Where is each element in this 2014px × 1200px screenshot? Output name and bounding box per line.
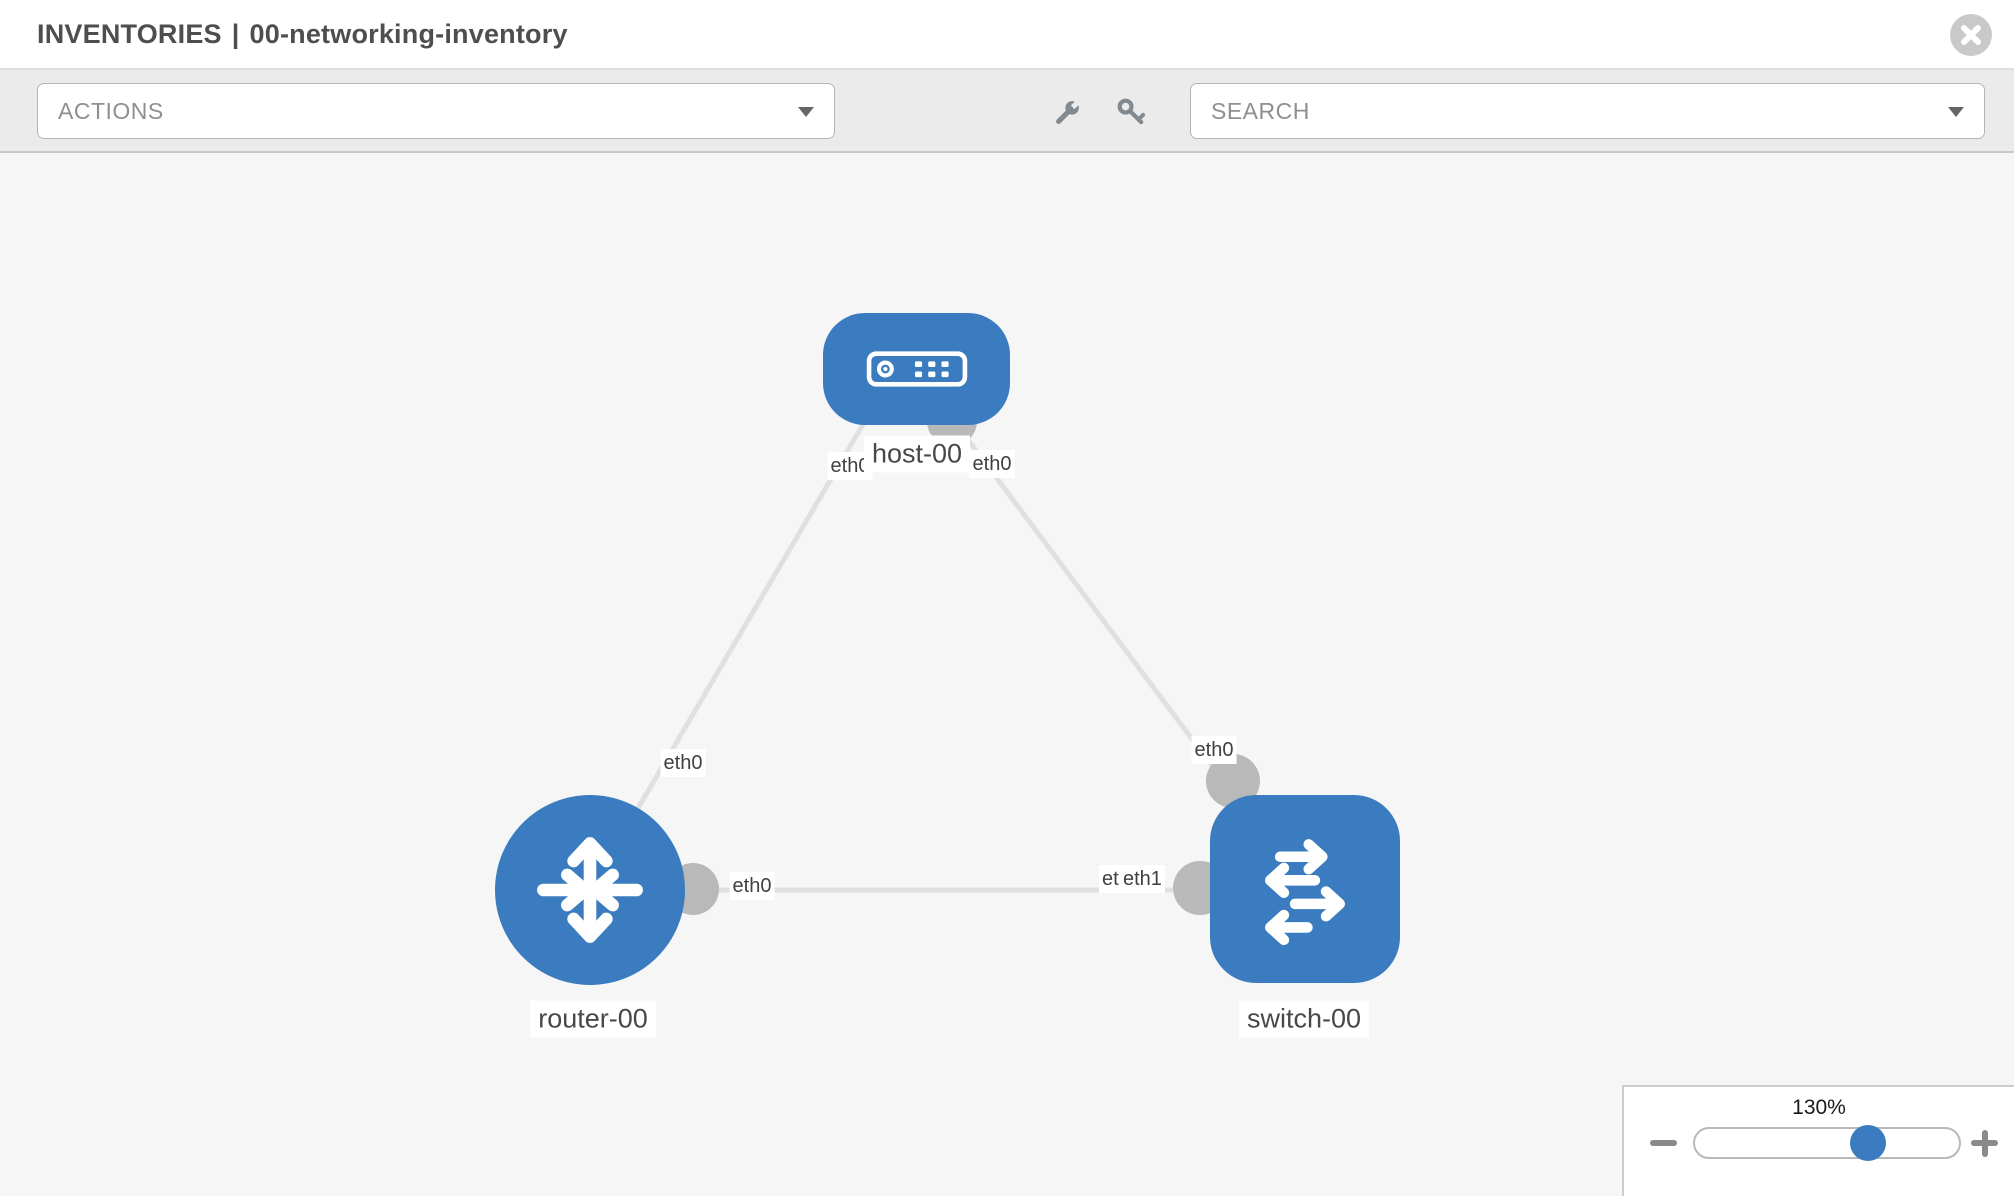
header: INVENTORIES | 00-networking-inventory: [0, 0, 2014, 70]
interface-label: eth0: [660, 749, 706, 777]
toolbar: ACTIONS SEARCH: [0, 70, 2014, 153]
node-label-router: router-00: [530, 1000, 656, 1038]
zoom-level: 130%: [1792, 1096, 1846, 1119]
chevron-down-icon: [1948, 107, 1964, 117]
switch-icon: [1265, 839, 1345, 946]
interface-circle-switch-top: [1206, 754, 1260, 808]
node-router-00[interactable]: [495, 795, 685, 985]
credentials-button[interactable]: [1112, 93, 1154, 135]
interface-label: eth0: [1191, 736, 1237, 764]
close-icon: [1950, 14, 1992, 56]
interface-label: eth0: [729, 872, 775, 900]
server-icon: [866, 351, 967, 387]
zoom-slider-track[interactable]: [1693, 1125, 1961, 1161]
configure-button[interactable]: [1046, 96, 1084, 134]
node-switch-00[interactable]: [1210, 795, 1400, 983]
zoom-panel: 130%: [1622, 1085, 2014, 1196]
interface-label: eth0: [969, 450, 1015, 478]
topology-canvas[interactable]: eth0 eth0 eth0 eth0 eth0 eth0 eth1 host-…: [0, 153, 2014, 1196]
zoom-in-button[interactable]: [1971, 1129, 1998, 1157]
key-icon: [1117, 98, 1146, 125]
search-dropdown[interactable]: SEARCH: [1190, 83, 1985, 139]
interface-label-overlap: eth0 eth1: [1099, 865, 1171, 894]
node-label-host: host-00: [863, 435, 971, 473]
chevron-down-icon: [798, 107, 814, 117]
topology-links-layer: [587, 396, 1308, 915]
inventory-name: 00-networking-inventory: [249, 18, 568, 49]
breadcrumb-inventories[interactable]: INVENTORIES: [37, 18, 222, 49]
interface-label: eth1: [1120, 865, 1165, 893]
actions-dropdown[interactable]: ACTIONS: [37, 83, 835, 139]
node-label-switch: switch-00: [1238, 1000, 1370, 1038]
page-title: INVENTORIES | 00-networking-inventory: [37, 19, 568, 50]
zoom-slider-row: [1624, 1125, 2014, 1161]
node-host-00[interactable]: [823, 313, 1010, 425]
zoom-slider-thumb[interactable]: [1850, 1125, 1886, 1161]
zoom-out-button[interactable]: [1650, 1140, 1677, 1146]
breadcrumb-separator: |: [231, 18, 240, 49]
actions-dropdown-label: ACTIONS: [58, 97, 164, 124]
router-icon: [537, 837, 643, 943]
search-placeholder: SEARCH: [1211, 97, 1310, 124]
wrench-icon: [1056, 100, 1080, 124]
close-button[interactable]: [1950, 14, 1992, 56]
